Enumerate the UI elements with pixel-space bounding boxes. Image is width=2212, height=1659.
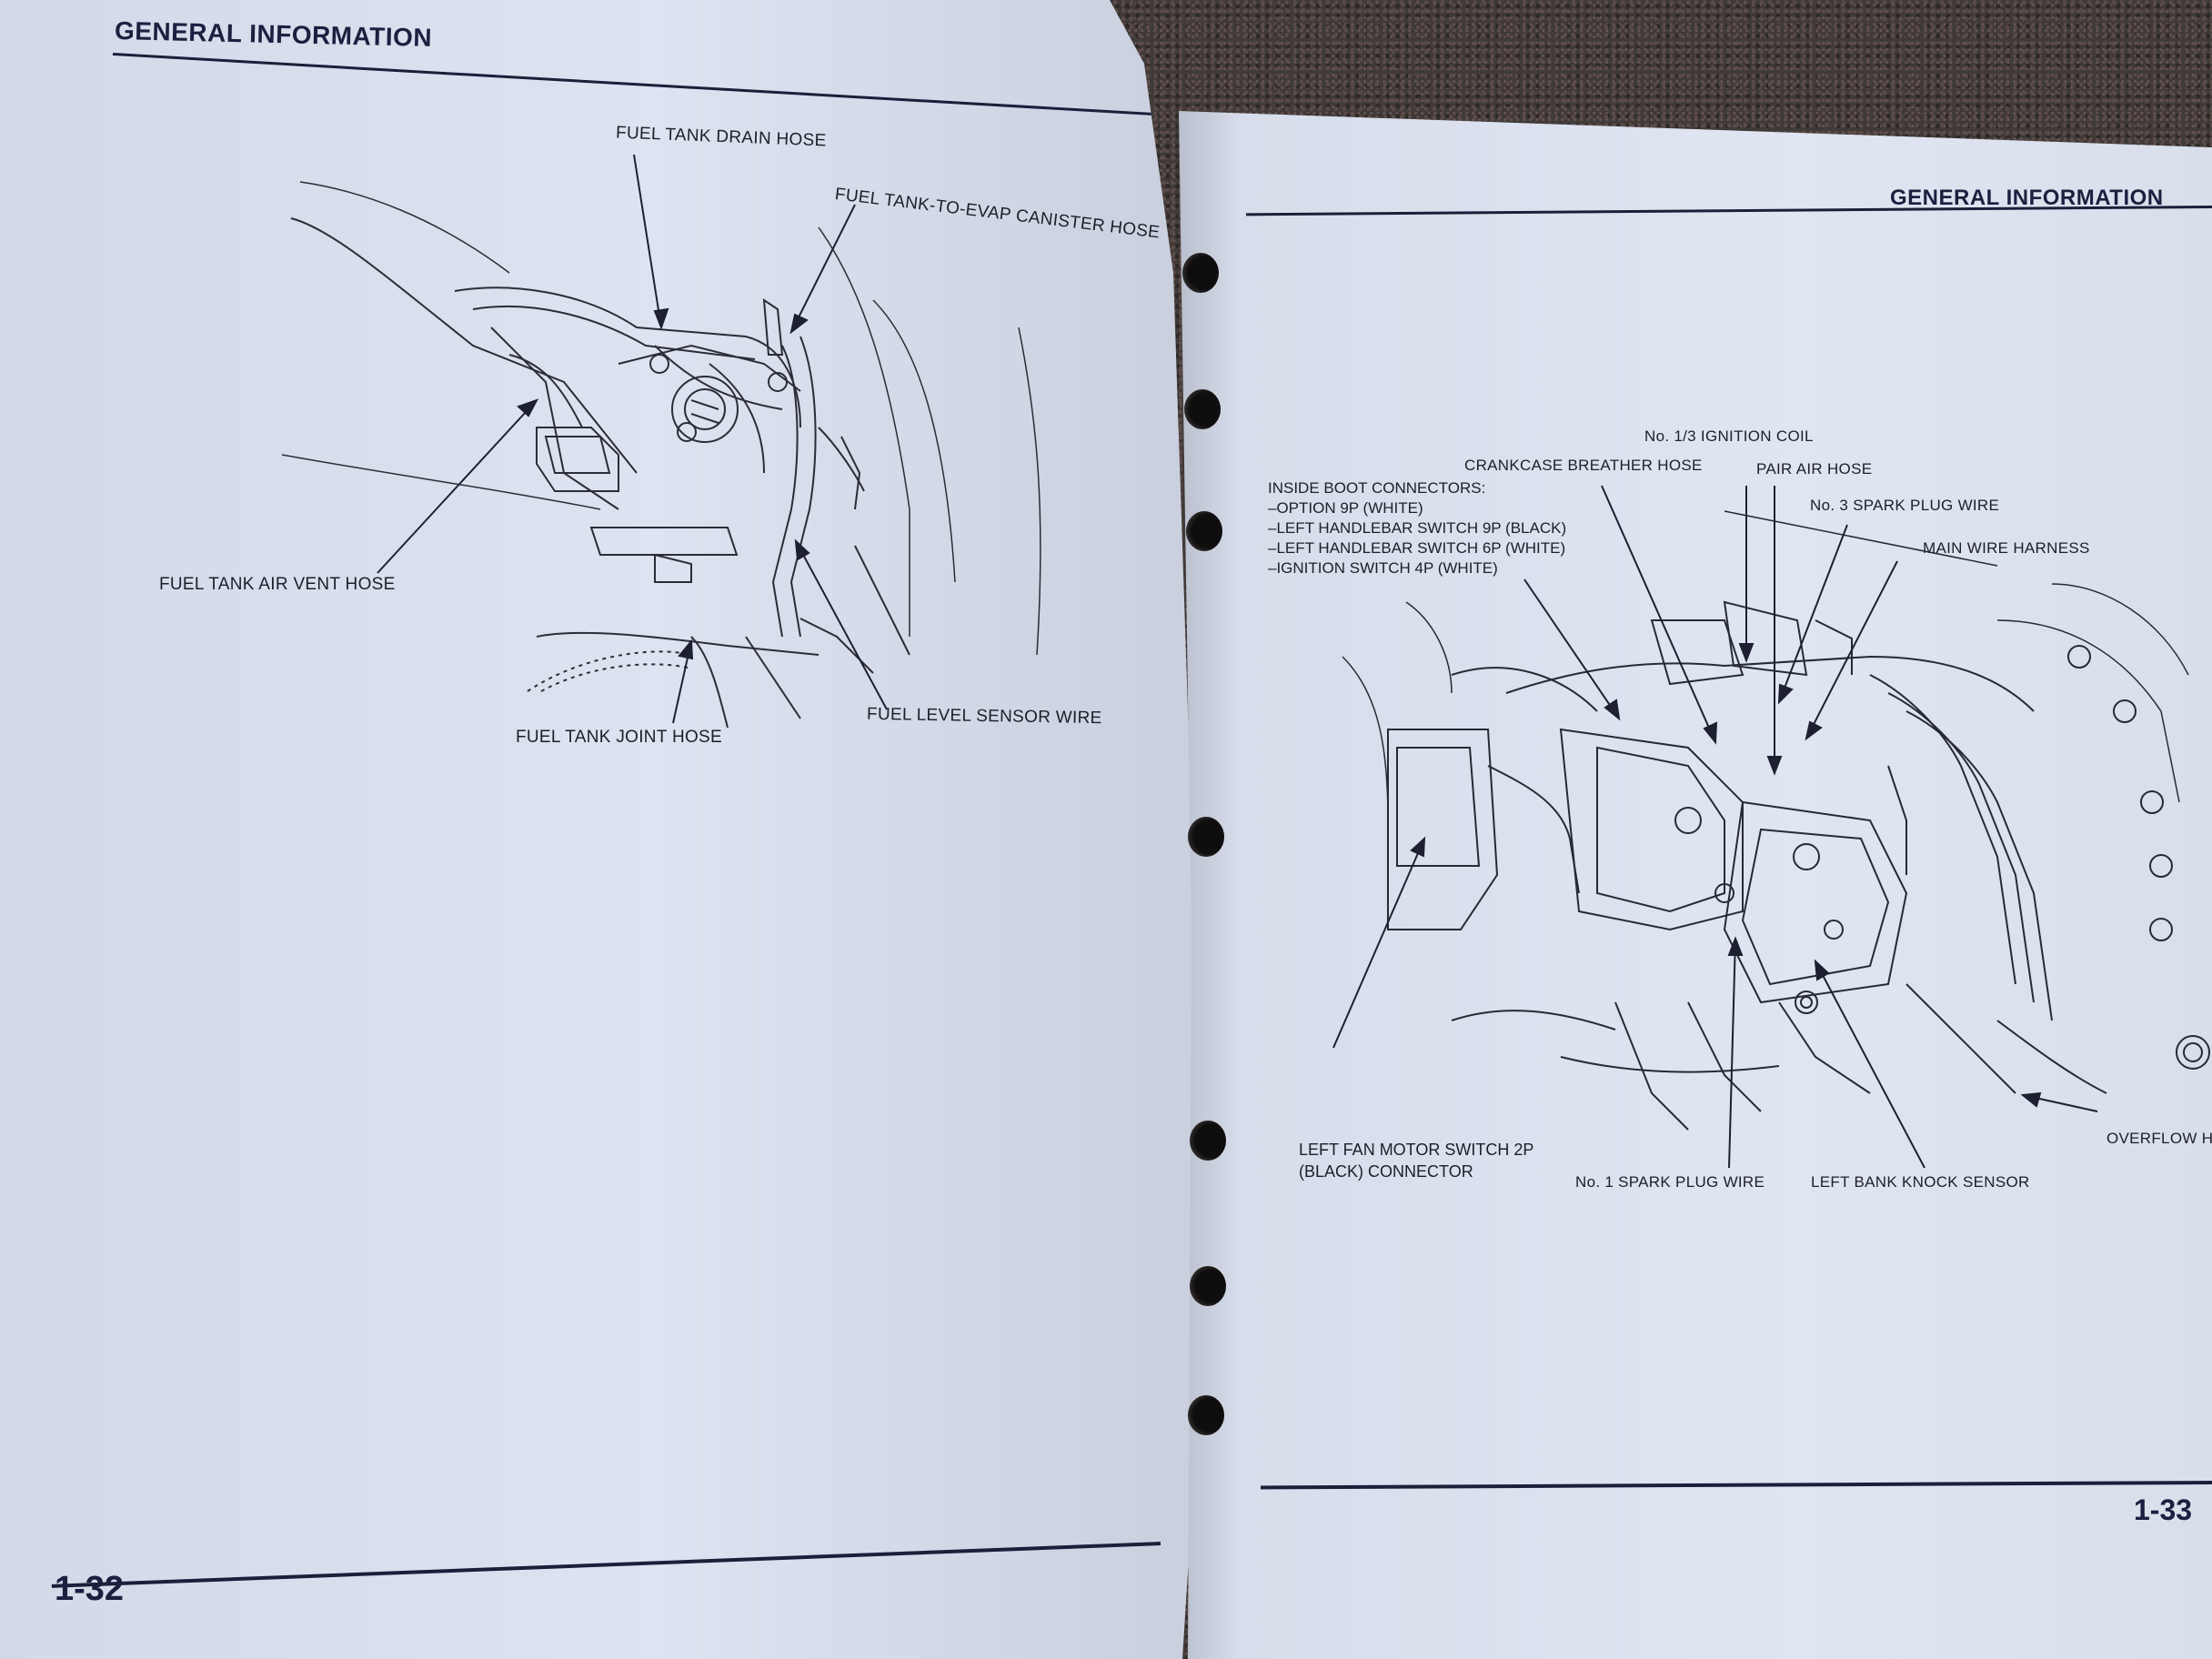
binder-hole	[1186, 511, 1222, 551]
manual-page-right: GENERAL INFORMATION	[1179, 111, 2212, 1659]
boot-connectors-list: INSIDE BOOT CONNECTORS: –OPTION 9P (WHIT…	[1268, 478, 1566, 578]
fan-switch-line2: (BLACK) CONNECTOR	[1299, 1162, 1473, 1181]
boot-connectors-title: INSIDE BOOT CONNECTORS:	[1268, 479, 1486, 497]
label-spark-plug-3: No. 3 SPARK PLUG WIRE	[1810, 497, 2000, 514]
binder-hole	[1190, 1266, 1226, 1306]
boot-connector-item: –IGNITION SWITCH 4P (WHITE)	[1268, 559, 1498, 577]
label-fuel-level-sensor-wire: FUEL LEVEL SENSOR WIRE	[866, 704, 1102, 729]
binder-hole	[1188, 1395, 1224, 1435]
fan-switch-connector-label: LEFT FAN MOTOR SWITCH 2P (BLACK) CONNECT…	[1299, 1139, 1533, 1182]
fan-switch-line1: LEFT FAN MOTOR SWITCH 2P	[1299, 1141, 1534, 1159]
label-ignition-coil: No. 1/3 IGNITION COIL	[1644, 427, 1814, 445]
label-left-bank-knock-sensor: LEFT BANK KNOCK SENSOR	[1811, 1173, 2030, 1191]
footer-rule	[51, 1542, 1161, 1588]
binder-hole	[1182, 253, 1219, 293]
binder-hole	[1188, 817, 1224, 857]
label-air-vent-hose: FUEL TANK AIR VENT HOSE	[159, 575, 396, 594]
binder-hole	[1184, 389, 1221, 429]
footer-rule	[1261, 1481, 2212, 1490]
label-pair-air-hose: PAIR AIR HOSE	[1756, 460, 1873, 478]
label-spark-plug-1: No. 1 SPARK PLUG WIRE	[1575, 1173, 1765, 1191]
page-number: 1-33	[2134, 1493, 2193, 1526]
label-overflow-hose: OVERFLOW HOSE	[2106, 1130, 2212, 1147]
fuel-tank-diagram	[281, 154, 1041, 729]
label-joint-hose: FUEL TANK JOINT HOSE	[516, 728, 723, 747]
boot-connector-item: –OPTION 9P (WHITE)	[1268, 499, 1423, 517]
boot-connector-item: –LEFT HANDLEBAR SWITCH 9P (BLACK)	[1268, 519, 1567, 537]
boot-connector-item: –LEFT HANDLEBAR SWITCH 6P (WHITE)	[1268, 539, 1566, 557]
label-crankcase-breather-hose: CRANKCASE BREATHER HOSE	[1464, 457, 1703, 474]
manual-page-left: GENERAL INFORMATION	[0, 0, 1199, 1659]
page-header: GENERAL INFORMATION	[1890, 186, 2164, 210]
page-number: 1-32	[55, 1570, 125, 1608]
binder-hole	[1190, 1121, 1226, 1161]
label-main-wire-harness: MAIN WIRE HARNESS	[1923, 539, 2090, 557]
engine-wiring-diagram	[1332, 485, 2210, 1169]
